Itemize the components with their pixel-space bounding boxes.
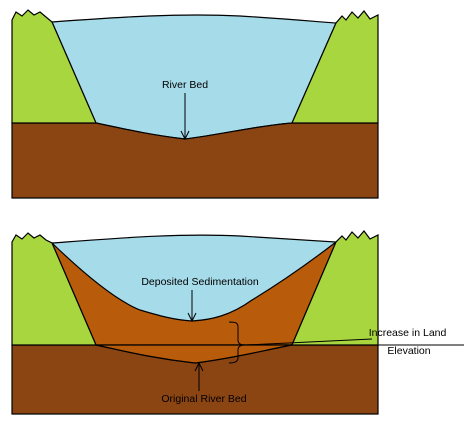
bottom-right-bank <box>291 230 379 346</box>
label-increase-line1: Increase in Land <box>369 327 447 339</box>
bottom-sediment <box>51 240 338 346</box>
top-panel: River Bed <box>11 9 379 199</box>
original-arrow-head <box>194 361 204 372</box>
river-bed-arrow-head <box>180 130 190 141</box>
elevation-pointer-line <box>244 338 373 346</box>
label-increase-line2: Elevation <box>387 345 430 357</box>
top-right-bank <box>291 10 379 124</box>
label-river-bed: River Bed <box>162 79 208 91</box>
bottom-left-bank <box>11 232 97 346</box>
bottom-panel: Deposited Sedimentation Original River B… <box>11 230 464 415</box>
label-increase-elevation: Increase in Land Elevation <box>369 327 450 357</box>
top-left-bank <box>11 9 97 124</box>
label-original-river-bed: Original River Bed <box>161 393 246 405</box>
label-deposited-sedimentation: Deposited Sedimentation <box>141 276 258 288</box>
deposited-arrow-head <box>187 312 197 323</box>
bottom-sediment-lower <box>95 344 293 364</box>
